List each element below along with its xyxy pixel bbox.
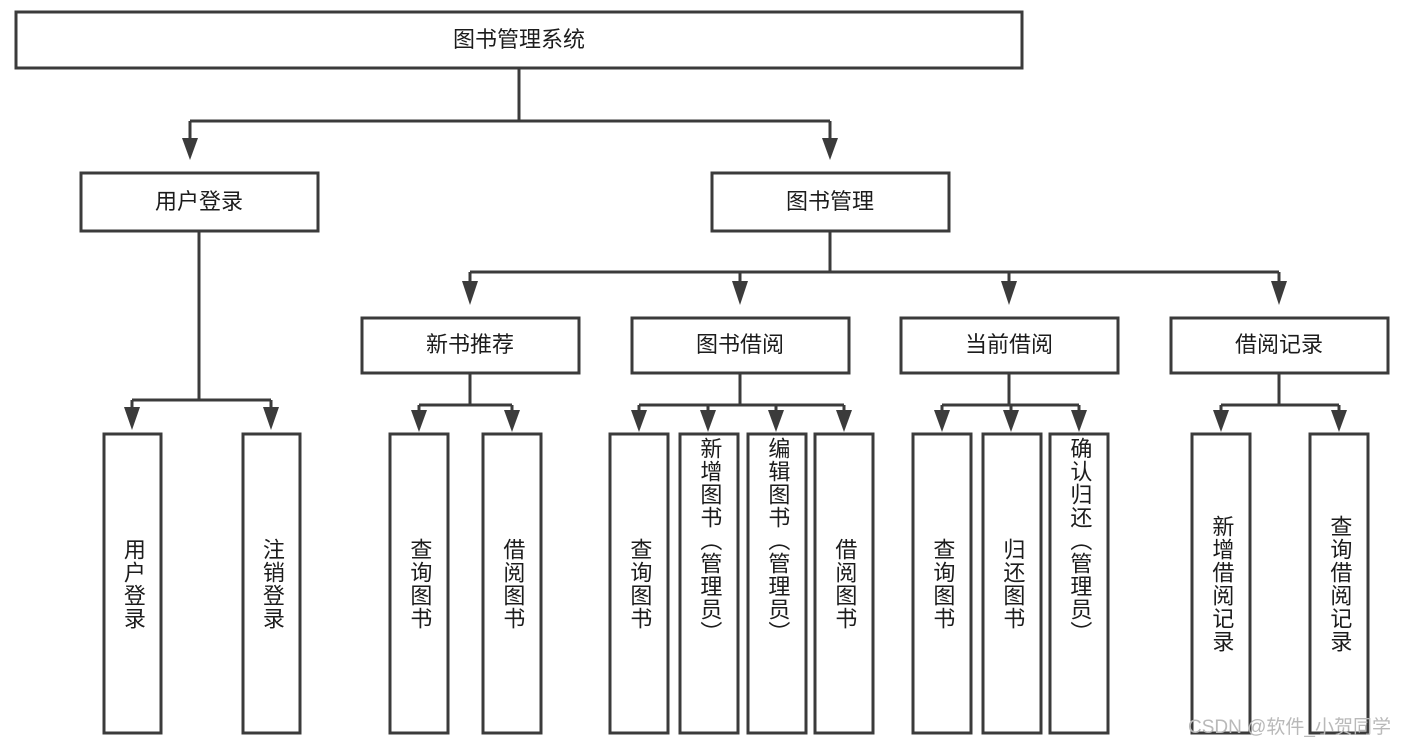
- node-current-borrow-box[interactable]: [899, 316, 1120, 375]
- leaf-node-user-login-login-label: 用户登录: [120, 537, 146, 630]
- leaf-node-nbr-query-book-label: 查询图书: [407, 537, 433, 630]
- leaf-node-cb-confirm-return-admin-label: 确认归还（管理员）: [1067, 437, 1093, 644]
- leaf-node-user-login-logout-box[interactable]: [241, 432, 302, 735]
- leaf-node-user-login-login-box[interactable]: [102, 432, 163, 735]
- leaf-node-cb-return-book-label: 归还图书: [1000, 537, 1026, 630]
- arrow-head-book-mgmt: [822, 138, 838, 160]
- arrow-head-leaf-user-login: [124, 407, 140, 430]
- leaf-node-bb-borrow-book-label: 借阅图书: [832, 537, 858, 630]
- node-book-borrow-label: 图书借阅: [696, 332, 784, 357]
- leaf-node-bb-edit-book-admin-label: 编辑图书（管理员）: [765, 437, 791, 644]
- arrow-head-borrow-record: [1271, 281, 1287, 305]
- leaf-node-bb-edit-book-admin[interactable]: 编辑图书（管理员）: [746, 432, 808, 735]
- leaf-node-br-query-record-box[interactable]: [1308, 432, 1370, 735]
- node-borrow-record[interactable]: 借阅记录: [1169, 316, 1390, 375]
- node-root-system[interactable]: 图书管理系统: [14, 10, 1024, 70]
- leaf-node-bb-add-book-admin-box[interactable]: [678, 432, 740, 735]
- leaf-node-br-add-record-label: 新增借阅记录: [1209, 514, 1235, 653]
- leaf-node-cb-confirm-return-admin-box[interactable]: [1048, 432, 1110, 735]
- connector-group-root: [182, 68, 838, 160]
- leaf-node-cb-return-book-box[interactable]: [981, 432, 1043, 735]
- node-borrow-record-box[interactable]: [1169, 316, 1390, 375]
- leaf-node-user-login-logout-label: 注销登录: [259, 537, 285, 630]
- arrow-head-cb-leaf-2: [1003, 410, 1019, 432]
- arrow-head-nbr-leaf-2: [504, 410, 520, 432]
- leaf-node-br-query-record-label: 查询借阅记录: [1327, 514, 1353, 653]
- node-user-login[interactable]: 用户登录: [79, 171, 320, 233]
- leaf-node-nbr-borrow-book[interactable]: 借阅图书: [481, 432, 543, 735]
- arrow-head-cb-leaf-1: [934, 410, 950, 432]
- connector-group-borrow-record: [1213, 373, 1347, 432]
- arrow-head-br-leaf-1: [1213, 410, 1229, 432]
- arrow-head-bb-leaf-4: [836, 410, 852, 432]
- leaf-node-nbr-query-book[interactable]: 查询图书: [388, 432, 450, 735]
- leaf-node-user-login-logout[interactable]: 注销登录: [241, 432, 302, 735]
- node-book-management-label: 图书管理: [786, 189, 874, 214]
- arrow-head-current-borrow: [1001, 281, 1017, 305]
- node-root-system-label: 图书管理系统: [453, 27, 585, 52]
- node-current-borrow-label: 当前借阅: [965, 332, 1053, 357]
- node-borrow-record-label: 借阅记录: [1235, 332, 1323, 357]
- leaf-node-cb-confirm-return-admin[interactable]: 确认归还（管理员）: [1048, 432, 1110, 735]
- leaf-node-br-add-record-box[interactable]: [1190, 432, 1252, 735]
- node-user-login-label: 用户登录: [155, 189, 243, 214]
- arrow-head-cb-leaf-3: [1071, 410, 1087, 432]
- leaf-node-bb-borrow-book-box[interactable]: [813, 432, 875, 735]
- arrow-head-bb-leaf-2: [700, 410, 716, 432]
- leaf-node-cb-query-book-box[interactable]: [911, 432, 973, 735]
- node-new-book-recommend[interactable]: 新书推荐: [360, 316, 581, 375]
- leaf-node-bb-borrow-book[interactable]: 借阅图书: [813, 432, 875, 735]
- arrow-head-bb-leaf-3: [768, 410, 784, 432]
- leaf-node-bb-add-book-admin-label: 新增图书（管理员）: [697, 437, 723, 644]
- node-new-book-recommend-box[interactable]: [360, 316, 581, 375]
- node-book-borrow-box[interactable]: [630, 316, 851, 375]
- leaf-node-cb-query-book-label: 查询图书: [930, 537, 956, 630]
- node-book-management[interactable]: 图书管理: [710, 171, 951, 233]
- leaf-node-bb-query-book[interactable]: 查询图书: [608, 432, 670, 735]
- leaf-node-bb-query-book-label: 查询图书: [627, 537, 653, 630]
- arrow-head-book-borrow: [732, 281, 748, 305]
- leaf-node-bb-edit-book-admin-box[interactable]: [746, 432, 808, 735]
- node-new-book-recommend-label: 新书推荐: [426, 332, 514, 357]
- connector-group-book-mgmt: [462, 231, 1287, 305]
- leaf-node-user-login-login[interactable]: 用户登录: [102, 432, 163, 735]
- connector-group-book-borrow: [631, 373, 852, 432]
- leaf-node-nbr-borrow-book-label: 借阅图书: [500, 537, 526, 630]
- leaf-node-br-add-record[interactable]: 新增借阅记录: [1190, 432, 1252, 735]
- leaf-node-nbr-query-book-box[interactable]: [388, 432, 450, 735]
- node-book-borrow[interactable]: 图书借阅: [630, 316, 851, 375]
- connector-group-user-login: [124, 231, 279, 430]
- arrow-head-user-login: [182, 138, 198, 160]
- arrow-head-br-leaf-2: [1331, 410, 1347, 432]
- node-current-borrow[interactable]: 当前借阅: [899, 316, 1120, 375]
- node-root-system-box[interactable]: [14, 10, 1024, 70]
- leaf-node-cb-query-book[interactable]: 查询图书: [911, 432, 973, 735]
- node-user-login-box[interactable]: [79, 171, 320, 233]
- leaf-node-bb-query-book-box[interactable]: [608, 432, 670, 735]
- leaf-node-cb-return-book[interactable]: 归还图书: [981, 432, 1043, 735]
- node-book-management-box[interactable]: [710, 171, 951, 233]
- arrow-head-nbr-leaf-1: [411, 410, 427, 432]
- arrow-head-new-book-recommend: [462, 281, 478, 305]
- arrow-head-bb-leaf-1: [631, 410, 647, 432]
- leaf-node-nbr-borrow-book-box[interactable]: [481, 432, 543, 735]
- leaf-node-bb-add-book-admin[interactable]: 新增图书（管理员）: [678, 432, 740, 735]
- arrow-head-leaf-logout: [263, 407, 279, 430]
- connector-group-new-book-recommend: [411, 373, 520, 432]
- leaf-node-br-query-record[interactable]: 查询借阅记录: [1308, 432, 1370, 735]
- connector-group-current-borrow: [934, 373, 1087, 432]
